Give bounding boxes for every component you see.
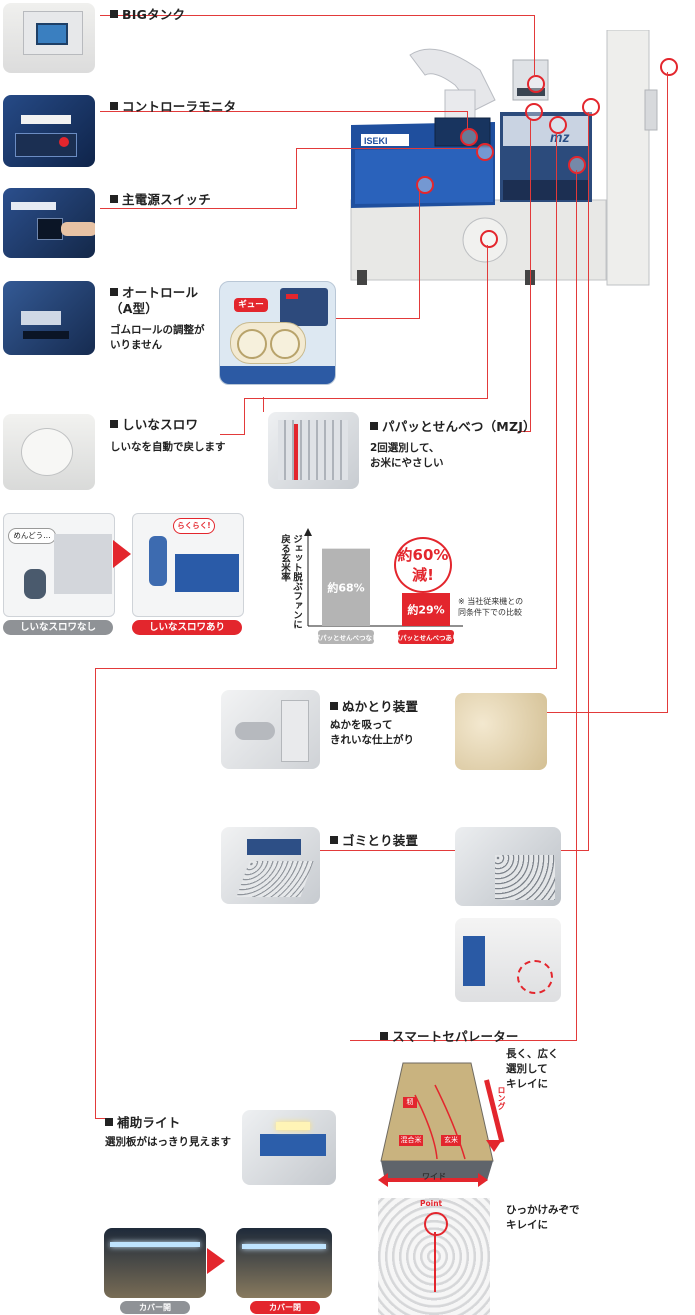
- chart-ylabel: ジェット脱ぷファンに 戻る玄米率: [279, 534, 302, 629]
- shiina-before-caption: しいなスロワなし: [3, 620, 113, 635]
- shiina-title: しいなスロワ: [110, 414, 198, 433]
- separator-desc-point: ひっかけみぞで キレイに: [506, 1204, 580, 1231]
- nuka-desc: ぬかを吸って きれいな仕上がり: [330, 719, 414, 746]
- gomi-title: ゴミとり装置: [330, 830, 418, 849]
- controller-title: コントローラモニタ: [110, 96, 236, 115]
- groove-illustration: Point: [378, 1198, 490, 1315]
- auto-roll-subtitle: （A型）: [110, 301, 158, 316]
- marker-papa: [416, 176, 434, 194]
- auto-roll-desc: ゴムロールの調整が いりません: [110, 324, 205, 351]
- marker-gomi: [582, 98, 600, 116]
- shiina-after-illustration: らくらく!: [132, 513, 244, 617]
- separator-illustration: 籾 混合米 玄米: [375, 1055, 505, 1187]
- marker-light: [568, 156, 586, 174]
- papa-desc: 2回選別して、 お米にやさしい: [370, 442, 444, 469]
- shiina-photo: [3, 414, 95, 490]
- main-switch-photo: [3, 188, 95, 258]
- marker-nuka: [660, 58, 678, 76]
- chart-bar-label-1: 約68%: [327, 580, 364, 594]
- big-tank-photo: [3, 3, 95, 73]
- cover-closed-caption: カバー閉: [250, 1301, 320, 1314]
- chart-bar-label-2: 約29%: [407, 603, 444, 617]
- chart-category-bg-2: [398, 630, 454, 644]
- auto-roll-bubble: ギュー: [234, 298, 268, 312]
- papa-title: パパッとせんべつ（MZJ）: [370, 416, 536, 435]
- marker-controller: [460, 128, 478, 146]
- light-title: 補助ライト: [105, 1112, 181, 1131]
- separator-tag-3: 玄米: [441, 1135, 461, 1146]
- cover-closed-photo: [236, 1228, 332, 1298]
- light-desc: 選別板がはっきり見えます: [105, 1136, 231, 1148]
- chart-bar-2: [402, 593, 450, 626]
- gomi-machine-photo: [455, 918, 561, 1002]
- machine-illustration: ISEKI mz: [345, 29, 695, 295]
- chart-bar-1: [322, 548, 370, 626]
- shiina-before-bubble: めんどう…: [8, 528, 56, 544]
- long-arrow-head-icon: [486, 1140, 502, 1152]
- chart-category-label-1: パパッとせんべつなし: [314, 633, 379, 642]
- big-tank-title: BIGタンク: [110, 4, 185, 23]
- separator-wide-label: ワイド: [422, 1172, 446, 1181]
- gomi-detail-photo: [455, 827, 561, 906]
- papa-chart: 約68% パパッとせんべつなし 約29% パパッとせんべつあり ジェット脱ぷファンに …: [268, 520, 548, 655]
- chart-footnote: ※ 当社従来機との 同条件下での比較: [458, 597, 524, 617]
- marker-big-tank: [527, 75, 545, 93]
- separator-long-label: ロング: [497, 1086, 506, 1110]
- groove-point-label: Point: [420, 1199, 443, 1208]
- nuka-title: ぬかとり装置: [330, 696, 418, 715]
- marker-separator: [549, 116, 567, 134]
- separator-desc-long: 長く、広く 選別して キレイに: [506, 1048, 559, 1090]
- cover-open-caption: カバー開: [120, 1301, 190, 1314]
- shiina-desc: しいなを自動で戻します: [110, 441, 226, 453]
- shiina-after-caption: しいなスロワあり: [132, 620, 242, 635]
- nuka-photo: [221, 690, 320, 769]
- marker-shiina: [480, 230, 498, 248]
- light-photo: [242, 1110, 336, 1185]
- auto-roll-photo: [3, 281, 95, 355]
- cover-open-photo: [104, 1228, 206, 1298]
- auto-roll-illustration: ギュー: [219, 281, 336, 385]
- arrow-right-icon: [207, 1248, 225, 1274]
- shiina-after-bubble: らくらく!: [173, 518, 215, 534]
- bran-texture-photo: [455, 693, 547, 770]
- separator-tag-1: 籾: [403, 1097, 417, 1108]
- papa-photo: [268, 412, 359, 489]
- separator-title: スマートセパレーター: [380, 1026, 519, 1045]
- main-switch-title: 主電源スイッチ: [110, 189, 211, 208]
- arrow-right-icon: [113, 540, 131, 568]
- auto-roll-title: オートロール: [110, 282, 198, 301]
- controller-photo: [3, 95, 95, 167]
- chart-category-label-2: パパッとせんべつあり: [394, 633, 459, 642]
- machine-brand: ISEKI: [364, 136, 388, 146]
- wide-arrow-left-head-icon: [378, 1173, 388, 1187]
- separator-tag-2: 混合米: [399, 1135, 423, 1146]
- wide-arrow-icon: [385, 1178, 481, 1182]
- marker-auto-roll: [525, 103, 543, 121]
- gomi-photo: [221, 827, 320, 904]
- chart-category-bg-1: [318, 630, 374, 644]
- wide-arrow-right-head-icon: [478, 1173, 488, 1187]
- marker-main-switch: [476, 143, 494, 161]
- shiina-before-illustration: めんどう…: [3, 513, 115, 617]
- chart-callout: 約60% 減!: [394, 537, 452, 593]
